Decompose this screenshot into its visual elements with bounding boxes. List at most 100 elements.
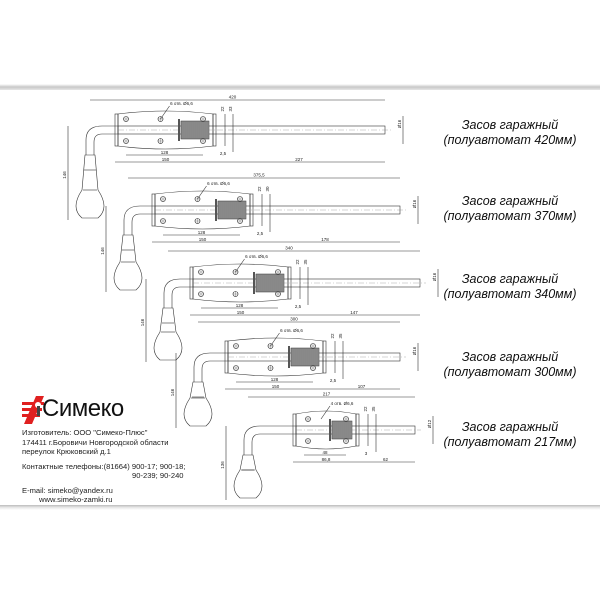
title-line: Засов гаражный: [461, 350, 559, 364]
dimension-label: 146: [62, 171, 67, 179]
hole-cross: [275, 269, 281, 275]
hole-cross: [123, 116, 129, 122]
latch-title-1: Засов гаражный(полуавтомат 420мм): [425, 118, 595, 148]
handle-bend: [243, 425, 296, 455]
title-line: Засов гаражный: [461, 194, 559, 208]
dimension-label: 227: [295, 157, 303, 162]
plate-end: [292, 413, 297, 447]
dimension-label: 62: [383, 457, 389, 462]
leader-line: [270, 332, 280, 347]
dimension-label: 146: [170, 388, 175, 396]
dimension-label: 136: [220, 461, 225, 469]
dimension-label: 146: [140, 318, 145, 326]
spring-stop: [178, 119, 180, 141]
dimension-label: 30: [265, 186, 270, 192]
company-logo-icon: [22, 396, 44, 424]
hole-cross: [275, 291, 281, 297]
dimension-label: 86,8: [322, 457, 331, 462]
hole-cross: [232, 291, 239, 297]
email: E-mail: simeko@yandex.ru: [22, 485, 113, 495]
dimension-label: 128: [198, 230, 206, 235]
handle-grip: [153, 307, 183, 361]
dimension-label: 150: [199, 237, 207, 242]
hole-cross: [123, 138, 129, 144]
dimension-label: 340: [285, 246, 293, 251]
hole-cross: [305, 416, 311, 422]
page-bottom-edge: [0, 505, 600, 510]
hole-cross: [237, 218, 243, 224]
title-subline: (полуавтомат 300мм): [443, 365, 577, 379]
dimension-label: 2,5: [295, 304, 302, 309]
handle-grip: [183, 381, 213, 427]
dimension-label: Ø16: [432, 272, 437, 281]
dimension-label: 22: [257, 186, 262, 192]
leader-line: [160, 105, 170, 120]
dimension-label: 420: [229, 95, 237, 100]
dimension-label: Ø16: [412, 346, 417, 355]
dimension-label: 6 отв. Ø6,6: [280, 328, 303, 333]
phones-line-1: Контактные телефоны:(81664) 900-17; 900-…: [22, 461, 186, 471]
address-line-2: переулок Крюковский д.1: [22, 447, 111, 456]
title-line: Засов гаражный: [461, 118, 559, 132]
handle-bend: [123, 205, 155, 235]
dimension-label: Ø16: [397, 119, 402, 128]
hole-cross: [160, 196, 166, 202]
handle-grip: [233, 454, 263, 499]
hole-cross: [157, 138, 164, 144]
dimension-label: 150: [237, 310, 245, 315]
plate-end: [322, 340, 327, 374]
company-info: Изготовитель: ООО "Симеко-Плюс" 174411 г…: [22, 428, 185, 505]
dimension-label: 128: [271, 377, 279, 382]
hole-cross: [310, 365, 316, 371]
dimension-label: 2,5: [257, 231, 264, 236]
dimension-label: 178: [321, 237, 329, 242]
handle-bend: [163, 278, 193, 308]
title-subline: (полуавтомат 420мм): [443, 133, 577, 147]
plate-end: [249, 193, 254, 227]
dimension-label: 35: [303, 259, 308, 265]
latch-title-5: Засов гаражный(полуавтомат 217мм): [425, 420, 595, 450]
dimension-label: 107: [358, 384, 366, 389]
plate-end: [114, 113, 119, 147]
title-line: Засов гаражный: [461, 272, 559, 286]
dimension-label: 22: [330, 333, 335, 339]
dimension-label: Ø16: [412, 199, 417, 208]
dimension-label: 147: [350, 310, 358, 315]
title-subline: (полуавтомат 217мм): [443, 435, 577, 449]
hole-cross: [200, 138, 206, 144]
hole-cross: [267, 365, 274, 371]
dimension-label: 2,5: [330, 378, 337, 383]
manufacturer: Изготовитель: ООО "Симеко-Плюс": [22, 428, 148, 437]
leader-line: [235, 258, 245, 273]
address-line-1: 174411 г.Боровичи Новгородской области: [22, 437, 169, 447]
leader-line: [197, 185, 207, 200]
dimension-label: 6 отв. Ø6,6: [170, 101, 193, 106]
dimension-label: 300: [290, 317, 298, 322]
dimension-label: Ø12: [427, 419, 432, 428]
hole-cross: [343, 416, 349, 422]
website: www.simeko-zamki.ru: [39, 495, 113, 504]
handle-bend: [193, 352, 228, 382]
dimension-label: 33: [228, 106, 233, 112]
dimension-label: 6 отв. Ø6,6: [207, 181, 230, 186]
dimension-label: 3: [365, 451, 368, 456]
spring-stop: [215, 199, 217, 221]
phones-line-2: 90-239; 90-240: [132, 471, 184, 480]
dimension-label: 22: [295, 259, 300, 265]
hole-cross: [237, 196, 243, 202]
dimension-label: 128: [161, 150, 169, 155]
plate-end: [287, 266, 292, 300]
title-subline: (полуавтомат 370мм): [443, 209, 577, 223]
hole-cross: [233, 343, 239, 349]
hole-cross: [343, 438, 349, 444]
dimension-label: 35: [338, 333, 343, 339]
handle-grip: [113, 234, 143, 291]
hole-cross: [160, 218, 166, 224]
page-top-edge: [0, 84, 600, 90]
spring-stop: [288, 346, 290, 368]
